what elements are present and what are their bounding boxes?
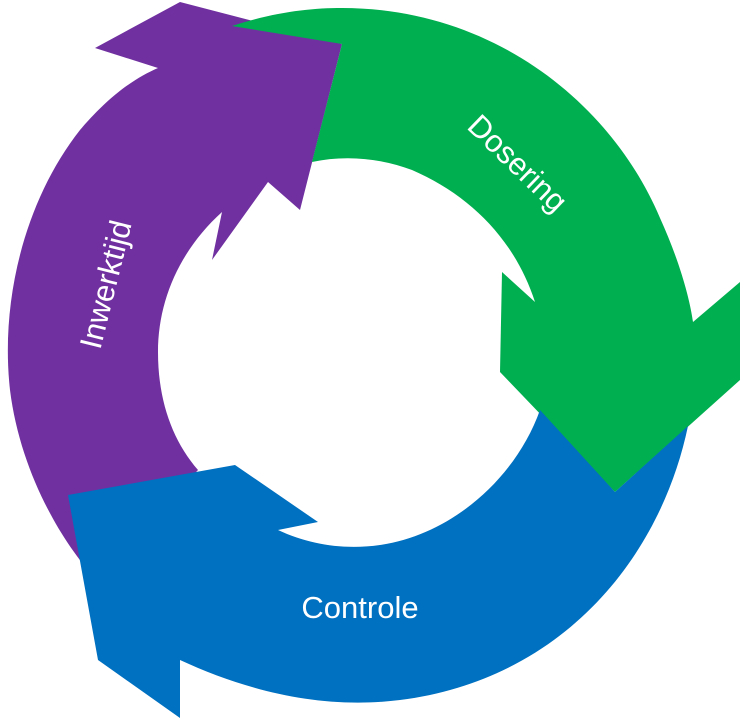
controle-label: Controle <box>301 590 418 625</box>
dosering-arrow <box>232 8 740 492</box>
controle-arrow <box>68 410 688 718</box>
inwerktijd-arrow <box>7 2 342 578</box>
